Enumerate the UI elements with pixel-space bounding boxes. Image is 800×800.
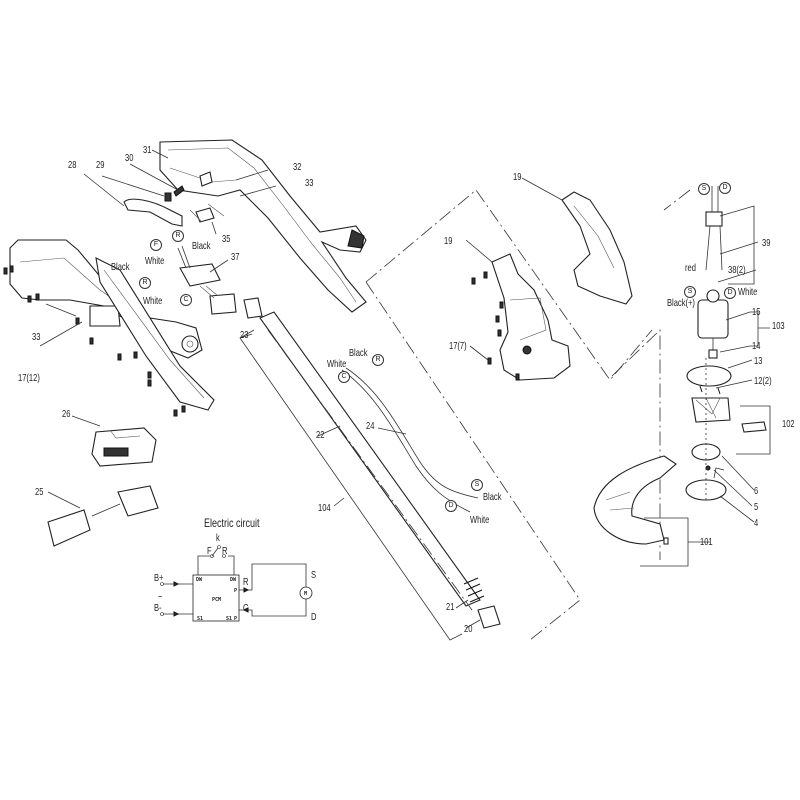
part-label-39: 39 [762, 237, 771, 249]
part-label-12: 12(2) [754, 375, 772, 387]
circuit-b-plus: B+ [154, 572, 164, 584]
wire-label-black-switch: Black [192, 240, 211, 252]
part-label-23: 23 [240, 329, 249, 341]
callout-brackets-right [640, 205, 771, 567]
terminal-r-harness: R [372, 354, 384, 366]
screws-left [3, 265, 186, 417]
part-label-25: 25 [35, 486, 44, 498]
part-label-29: 29 [96, 159, 105, 171]
part-label-26: 26 [62, 408, 71, 420]
part-label-22: 22 [316, 429, 325, 441]
circuit-motor-d: D [311, 611, 317, 623]
part-label-38: 38(2) [728, 264, 746, 276]
terminal-s-motor: S [684, 286, 696, 298]
screws-center [471, 271, 520, 381]
callout-brackets-shaft [239, 329, 463, 641]
guard [593, 455, 677, 545]
shaft-tube [259, 311, 501, 629]
circuit-out-r: R [243, 576, 249, 588]
part-label-32: 32 [293, 161, 302, 173]
terminal-s-motor-top: S [698, 183, 710, 195]
charger [47, 485, 159, 547]
wire-label-red: red [685, 262, 696, 274]
part-label-13: 13 [754, 355, 763, 367]
circuit-pcm: PCM [212, 597, 222, 603]
terminal-c-switch: C [180, 294, 192, 306]
part-label-24: 24 [366, 420, 375, 432]
circuit-motor-m: M [304, 591, 308, 597]
motor-spool-stack [685, 186, 767, 501]
wire-label-white-harness-top: White [327, 358, 347, 370]
part-label-4: 4 [754, 517, 759, 529]
circuit-p-bottom: P [234, 616, 238, 622]
part-label-33-upper: 33 [305, 177, 314, 189]
part-label-17-12: 17(12) [18, 372, 40, 384]
terminal-d-motor: D [724, 287, 736, 299]
battery-pack [91, 427, 157, 467]
part-label-31: 31 [143, 144, 152, 156]
part-label-19-left: 19 [444, 235, 453, 247]
motor-housing-right [561, 191, 633, 305]
circuit-dw-left: DW [196, 577, 203, 583]
circuit-switch-f: F [207, 545, 212, 557]
terminal-f-switch: F [150, 239, 162, 251]
part-label-28: 28 [68, 159, 77, 171]
circuit-tilde: ~ [158, 591, 163, 603]
leader-lines [39, 149, 759, 629]
terminal-c-harness: C [338, 371, 350, 383]
part-label-35: 35 [222, 233, 231, 245]
wire-label-black-harness-top: Black [349, 347, 368, 359]
terminal-d-harness: D [445, 500, 457, 512]
part-label-5: 5 [754, 501, 759, 513]
circuit-out-c: C [243, 602, 249, 614]
part-label-14: 14 [752, 340, 761, 352]
circuit-s1-right: S1 [226, 616, 233, 622]
part-label-21: 21 [446, 601, 455, 613]
wire-label-black-harness-bottom: Black [483, 491, 502, 503]
part-label-19-right: 19 [513, 171, 522, 183]
circuit-title: Electric circuit [204, 516, 260, 530]
wire-label-white-switch-top: White [145, 255, 165, 267]
terminal-d-motor-top: D [719, 182, 731, 194]
front-handle-assembly [9, 239, 215, 411]
part-label-30: 30 [125, 152, 134, 164]
part-label-20: 20 [464, 623, 473, 635]
wire-label-black-plus-motor: Black(+) [667, 297, 695, 309]
circuit-s1-left: S1 [197, 616, 204, 622]
terminal-r-switch-lower: R [139, 277, 151, 289]
switch-pcb [177, 245, 263, 319]
part-label-37: 37 [231, 251, 240, 263]
part-label-102: 102 [782, 418, 795, 430]
part-label-103: 103 [772, 320, 785, 332]
terminal-r-switch: R [172, 230, 184, 242]
assembly-guide-lines [365, 189, 691, 641]
wire-label-white-harness-bottom: White [470, 514, 490, 526]
wire-label-white-motor: White [738, 286, 758, 298]
part-label-15: 15 [752, 306, 761, 318]
part-label-6: 6 [754, 485, 759, 497]
wire-label-white-switch-bottom: White [143, 295, 163, 307]
motor-housing-left [491, 253, 571, 381]
part-label-104: 104 [318, 502, 331, 514]
wire-harness [341, 367, 479, 513]
circuit-b-minus: B- [154, 602, 162, 614]
part-label-33-lower: 33 [32, 331, 41, 343]
part-label-17-7: 17(7) [449, 340, 467, 352]
circuit-switch-k: k [216, 532, 220, 544]
circuit-p-top: P [234, 588, 238, 594]
electric-circuit-diagram [160, 545, 313, 622]
terminal-s-harness: S [471, 479, 483, 491]
circuit-motor-s: S [311, 569, 317, 581]
rear-handle-assembly [123, 139, 367, 313]
wire-label-black-switch-left: Black [111, 261, 130, 273]
circuit-switch-r: R [222, 545, 228, 557]
part-label-101: 101 [700, 536, 713, 548]
circuit-dw-right: DW [230, 577, 237, 583]
